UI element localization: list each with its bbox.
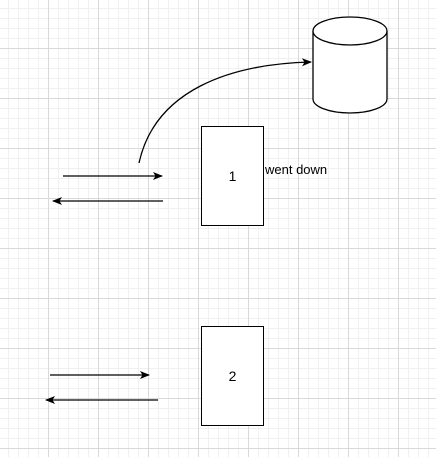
status-annotation: went down — [265, 162, 328, 177]
database-icon — [312, 16, 388, 114]
server-label-2: 2 — [228, 368, 237, 384]
curved-arrow-to-database — [138, 58, 312, 164]
server-label-1: 1 — [228, 168, 237, 184]
server-box-2[interactable]: 2 — [201, 326, 264, 426]
server-box-1[interactable]: 1 — [201, 126, 264, 226]
